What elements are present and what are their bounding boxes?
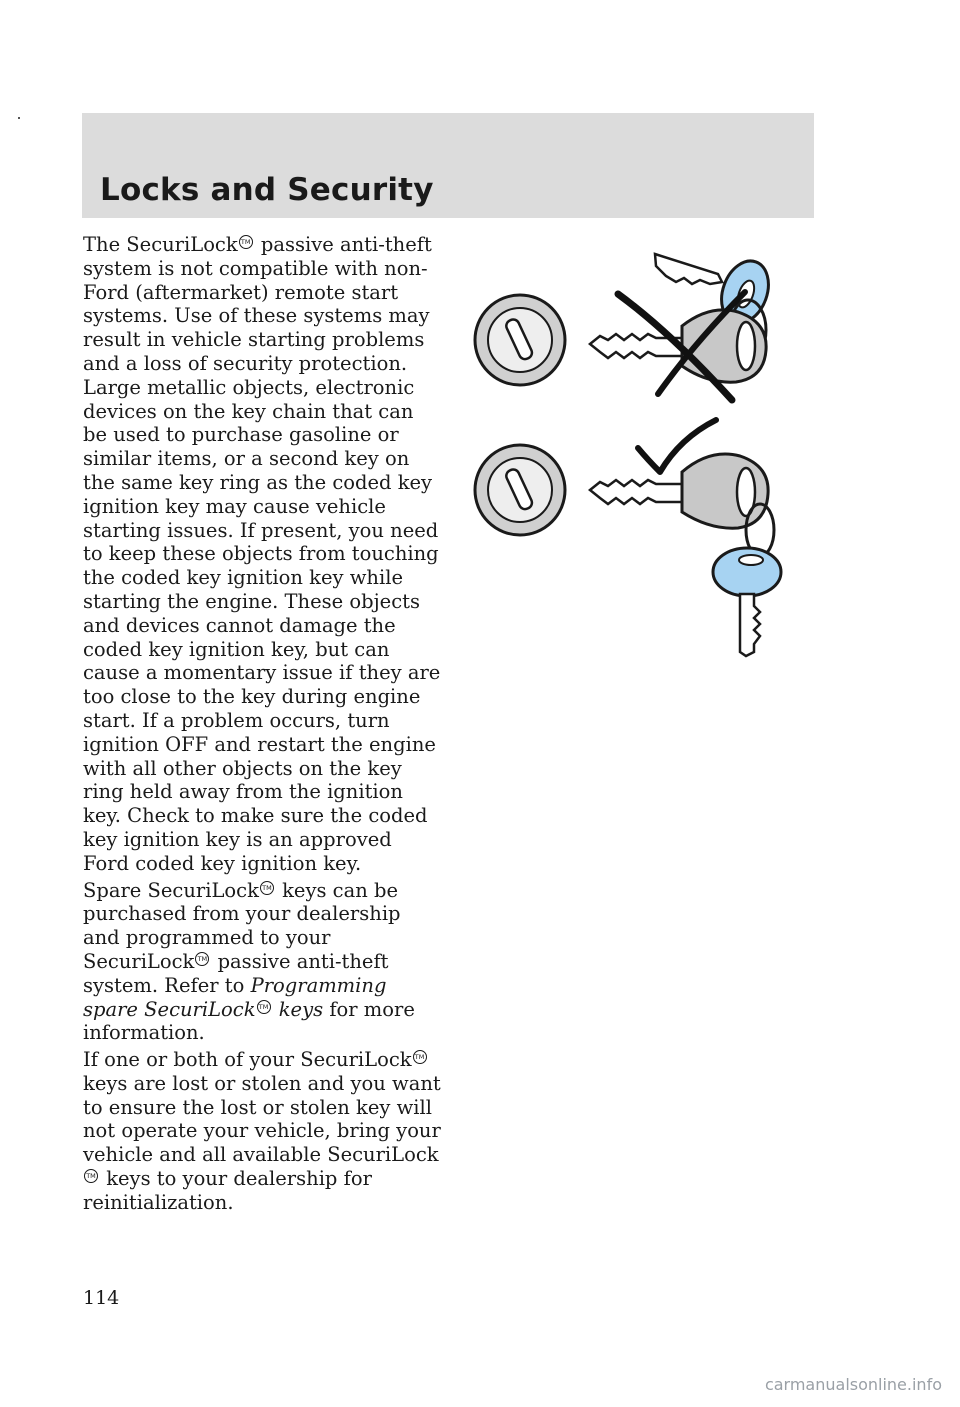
- spare-key-icon: [711, 546, 783, 658]
- text-run: passive anti-theft system. Refer to: [83, 949, 389, 997]
- ignition-cylinder-icon: [473, 443, 567, 537]
- cross-reference-link: Programming spare SecuriLock: [83, 973, 387, 1021]
- trademark-icon: TM: [412, 1050, 427, 1065]
- text-run: for more information.: [83, 997, 415, 1045]
- text-run: keys can be purchased from your dealersh…: [83, 878, 401, 973]
- text-run: keys to your dealership for reinitializa…: [83, 1167, 372, 1214]
- section-header-band: [82, 113, 814, 218]
- coded-key-icon: [587, 308, 768, 384]
- corner-mark: [18, 117, 20, 119]
- section-title: Locks and Security: [100, 172, 434, 208]
- text-run: If one or both of your SecuriLock: [83, 1048, 412, 1072]
- text-run: passive anti-theft system is not compati…: [83, 233, 441, 875]
- cross-reference-link: keys: [272, 997, 324, 1021]
- text-run: Spare SecuriLock: [83, 878, 259, 902]
- coded-key-icon: [587, 452, 770, 530]
- incorrect-x-mark-icon: [614, 289, 748, 404]
- trademark-icon: TM: [84, 1169, 98, 1184]
- trademark-icon: TM: [256, 999, 271, 1014]
- key-illustration: [473, 252, 783, 658]
- text-run: keys are lost or stolen and you want to …: [83, 1071, 441, 1167]
- ignition-cylinder-icon: [473, 293, 567, 387]
- correct-check-mark-icon: [635, 417, 719, 475]
- trademark-icon: TM: [259, 880, 274, 895]
- trademark-icon: TM: [195, 951, 210, 966]
- trademark-icon: TM: [238, 235, 253, 249]
- page-number: 114: [83, 1287, 120, 1309]
- watermark: carmanualsonline.info: [764, 1375, 942, 1394]
- text-run: The SecuriLock: [83, 233, 238, 256]
